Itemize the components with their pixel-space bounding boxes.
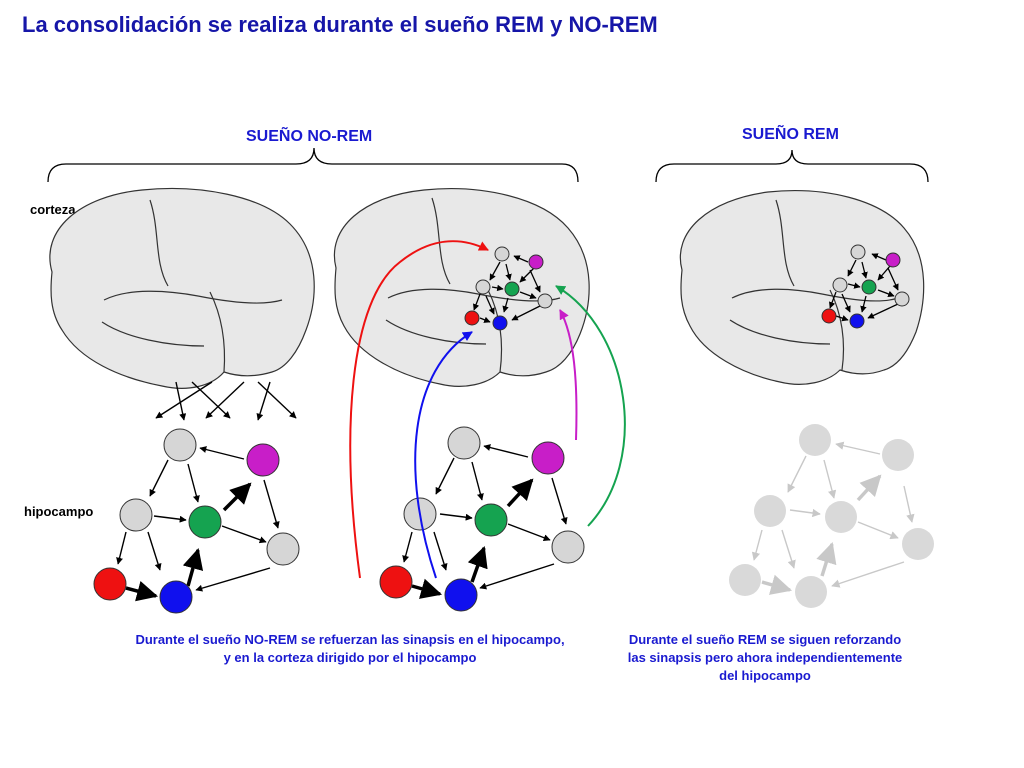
rem-caption: Durante el sueño REM se siguen reforzand…	[530, 631, 1000, 685]
hippocampus-network-faded	[751, 441, 915, 595]
rem-caption-line-2: las sinapsis pero ahora independientemen…	[627, 650, 903, 665]
rem-caption-line-3: del hipocampo	[719, 668, 811, 683]
hippocampus-network-left	[116, 446, 280, 602]
hippocampus-neurons-middle	[379, 426, 585, 612]
cross-arrows	[155, 381, 297, 421]
cortex-neurons-nrem	[464, 246, 553, 331]
brain-nrem-right	[333, 188, 590, 387]
nrem-label: SUEÑO NO-REM	[246, 128, 373, 145]
brain-nrem-left	[49, 187, 315, 389]
green-long-arrow	[555, 285, 626, 527]
hippocampus-neurons-left	[93, 428, 300, 614]
hippocampus-label: hipocampo	[24, 504, 94, 519]
red-long-arrow	[349, 240, 489, 579]
blue-long-arrow	[414, 331, 473, 579]
cortex-network-nrem	[473, 255, 541, 323]
nrem-caption-line-2: y en la corteza dirigido por el hipocamp…	[223, 650, 477, 665]
brain-rem	[679, 190, 925, 385]
slide-title: La consolidación se realiza durante el s…	[22, 12, 658, 37]
cortex-neurons-rem	[821, 244, 910, 329]
rem-caption-line-1: Durante el sueño REM se siguen reforzand…	[628, 632, 902, 647]
hippocampus-network-middle	[402, 444, 568, 599]
cortex-network-rem	[829, 253, 899, 322]
rem-label: SUEÑO REM	[742, 126, 839, 143]
cortex-label: corteza	[30, 202, 76, 217]
nrem-caption: Durante el sueño NO-REM se refuerzan las…	[80, 631, 620, 667]
purple-long-arrow	[559, 309, 578, 441]
hippocampus-neurons-faded	[729, 424, 934, 608]
rem-brace	[655, 149, 929, 183]
nrem-caption-line-1: Durante el sueño NO-REM se refuerzan las…	[135, 632, 565, 647]
nrem-brace	[47, 147, 579, 183]
